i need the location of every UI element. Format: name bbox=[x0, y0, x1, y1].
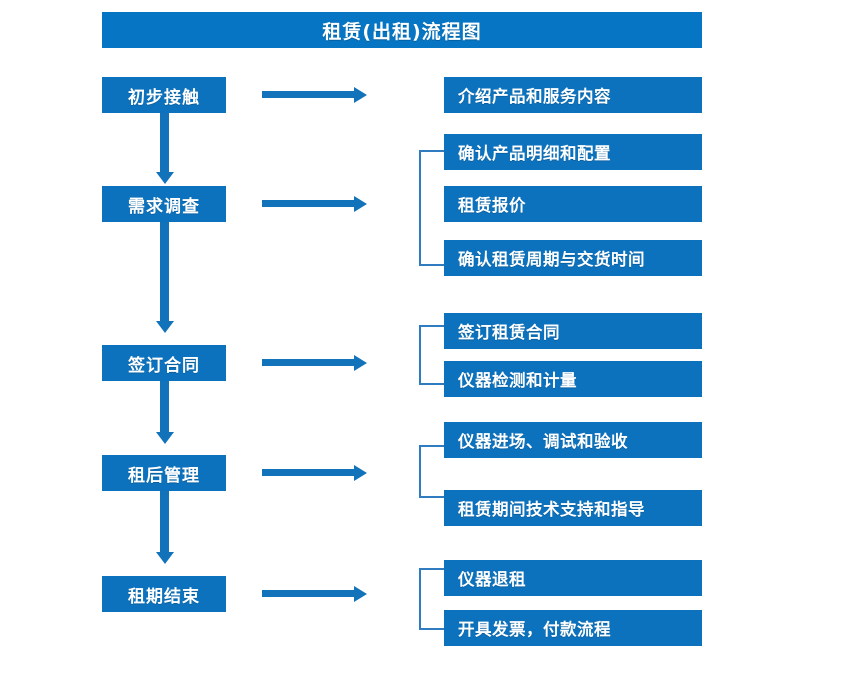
detail-node-1-1[interactable]: 介绍产品和服务内容 bbox=[444, 77, 702, 113]
group-bracket-2 bbox=[419, 150, 444, 266]
flow-arrow-down-4 bbox=[155, 491, 174, 564]
flow-arrow-down-3 bbox=[155, 381, 174, 444]
detail-node-4-1[interactable]: 仪器进场、调试和验收 bbox=[444, 422, 702, 458]
detail-node-5-1[interactable]: 仪器退租 bbox=[444, 560, 702, 596]
arrowhead-icon bbox=[354, 354, 367, 371]
flow-arrow-down-1 bbox=[155, 113, 174, 184]
stage-node-2[interactable]: 需求调查 bbox=[102, 186, 226, 222]
detail-node-5-2[interactable]: 开具发票，付款流程 bbox=[444, 610, 702, 646]
arrowhead-icon bbox=[354, 195, 367, 212]
detail-node-2-2[interactable]: 租赁报价 bbox=[444, 186, 702, 222]
flow-arrow-right-1 bbox=[262, 86, 367, 103]
detail-node-4-2[interactable]: 租赁期间技术支持和指导 bbox=[444, 490, 702, 526]
flow-arrow-right-4 bbox=[262, 464, 367, 481]
detail-node-2-3[interactable]: 确认租赁周期与交货时间 bbox=[444, 240, 702, 276]
arrowhead-icon bbox=[354, 86, 367, 103]
arrowhead-icon bbox=[155, 432, 174, 444]
arrowhead-icon bbox=[354, 464, 367, 481]
arrowhead-icon bbox=[354, 585, 367, 602]
stage-node-3[interactable]: 签订合同 bbox=[102, 345, 226, 381]
flow-arrow-down-2 bbox=[155, 222, 174, 333]
detail-node-3-1[interactable]: 签订租赁合同 bbox=[444, 313, 702, 349]
arrowhead-icon bbox=[155, 321, 174, 333]
stage-node-5[interactable]: 租期结束 bbox=[102, 576, 226, 612]
flow-arrow-right-5 bbox=[262, 585, 367, 602]
flow-arrow-right-3 bbox=[262, 354, 367, 371]
detail-node-2-1[interactable]: 确认产品明细和配置 bbox=[444, 134, 702, 170]
stage-node-1[interactable]: 初步接触 bbox=[102, 77, 226, 113]
page-title: 租赁(出租)流程图 bbox=[102, 12, 702, 48]
arrowhead-icon bbox=[155, 172, 174, 184]
flow-arrow-right-2 bbox=[262, 195, 367, 212]
detail-node-3-2[interactable]: 仪器检测和计量 bbox=[444, 361, 702, 397]
group-bracket-3 bbox=[419, 325, 444, 385]
stage-node-4[interactable]: 租后管理 bbox=[102, 455, 226, 491]
group-bracket-4 bbox=[419, 445, 444, 498]
arrowhead-icon bbox=[155, 552, 174, 564]
group-bracket-5 bbox=[419, 568, 444, 630]
